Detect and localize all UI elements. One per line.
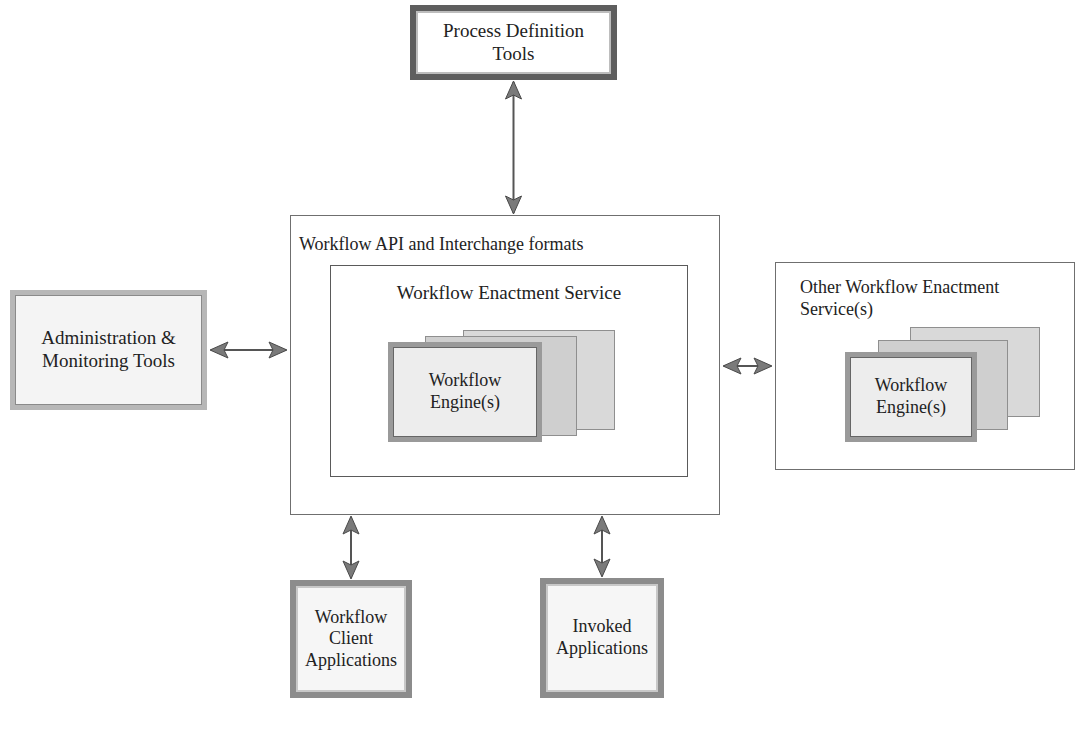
- box-label: Administration & Monitoring Tools: [23, 327, 194, 373]
- double-arrow: [350, 517, 352, 578]
- double-arrow: [513, 82, 515, 213]
- box-label: Workflow Engine(s): [858, 375, 964, 418]
- box-label: Workflow Engine(s): [401, 370, 529, 413]
- double-arrow: [211, 349, 286, 351]
- box-label: Process Definition Tools: [424, 20, 603, 66]
- enactment-service-box: Workflow Enactment ServiceWorkflow Engin…: [330, 265, 688, 477]
- box-label: Workflow Client Applications: [304, 607, 398, 672]
- box-label: Invoked Applications: [554, 616, 650, 659]
- engine-box: Workflow Engine(s): [388, 342, 542, 442]
- engine-box: Workflow Engine(s): [845, 352, 977, 442]
- double-arrow: [724, 365, 771, 367]
- application-box: Invoked Applications: [540, 578, 664, 698]
- application-box: Workflow Client Applications: [290, 580, 412, 698]
- tool-box: Process Definition Tools: [410, 5, 617, 80]
- api-region: Workflow API and Interchange formatsWork…: [290, 215, 720, 515]
- region-heading: Other Workflow Enactment Service(s): [800, 277, 1010, 320]
- enactment-service-box: Other Workflow Enactment Service(s) Workf…: [775, 262, 1075, 470]
- region-heading: Workflow API and Interchange formats: [299, 234, 583, 256]
- tool-box: Administration & Monitoring Tools: [10, 290, 207, 410]
- double-arrow: [601, 517, 603, 576]
- region-heading: Workflow Enactment Service: [397, 282, 621, 305]
